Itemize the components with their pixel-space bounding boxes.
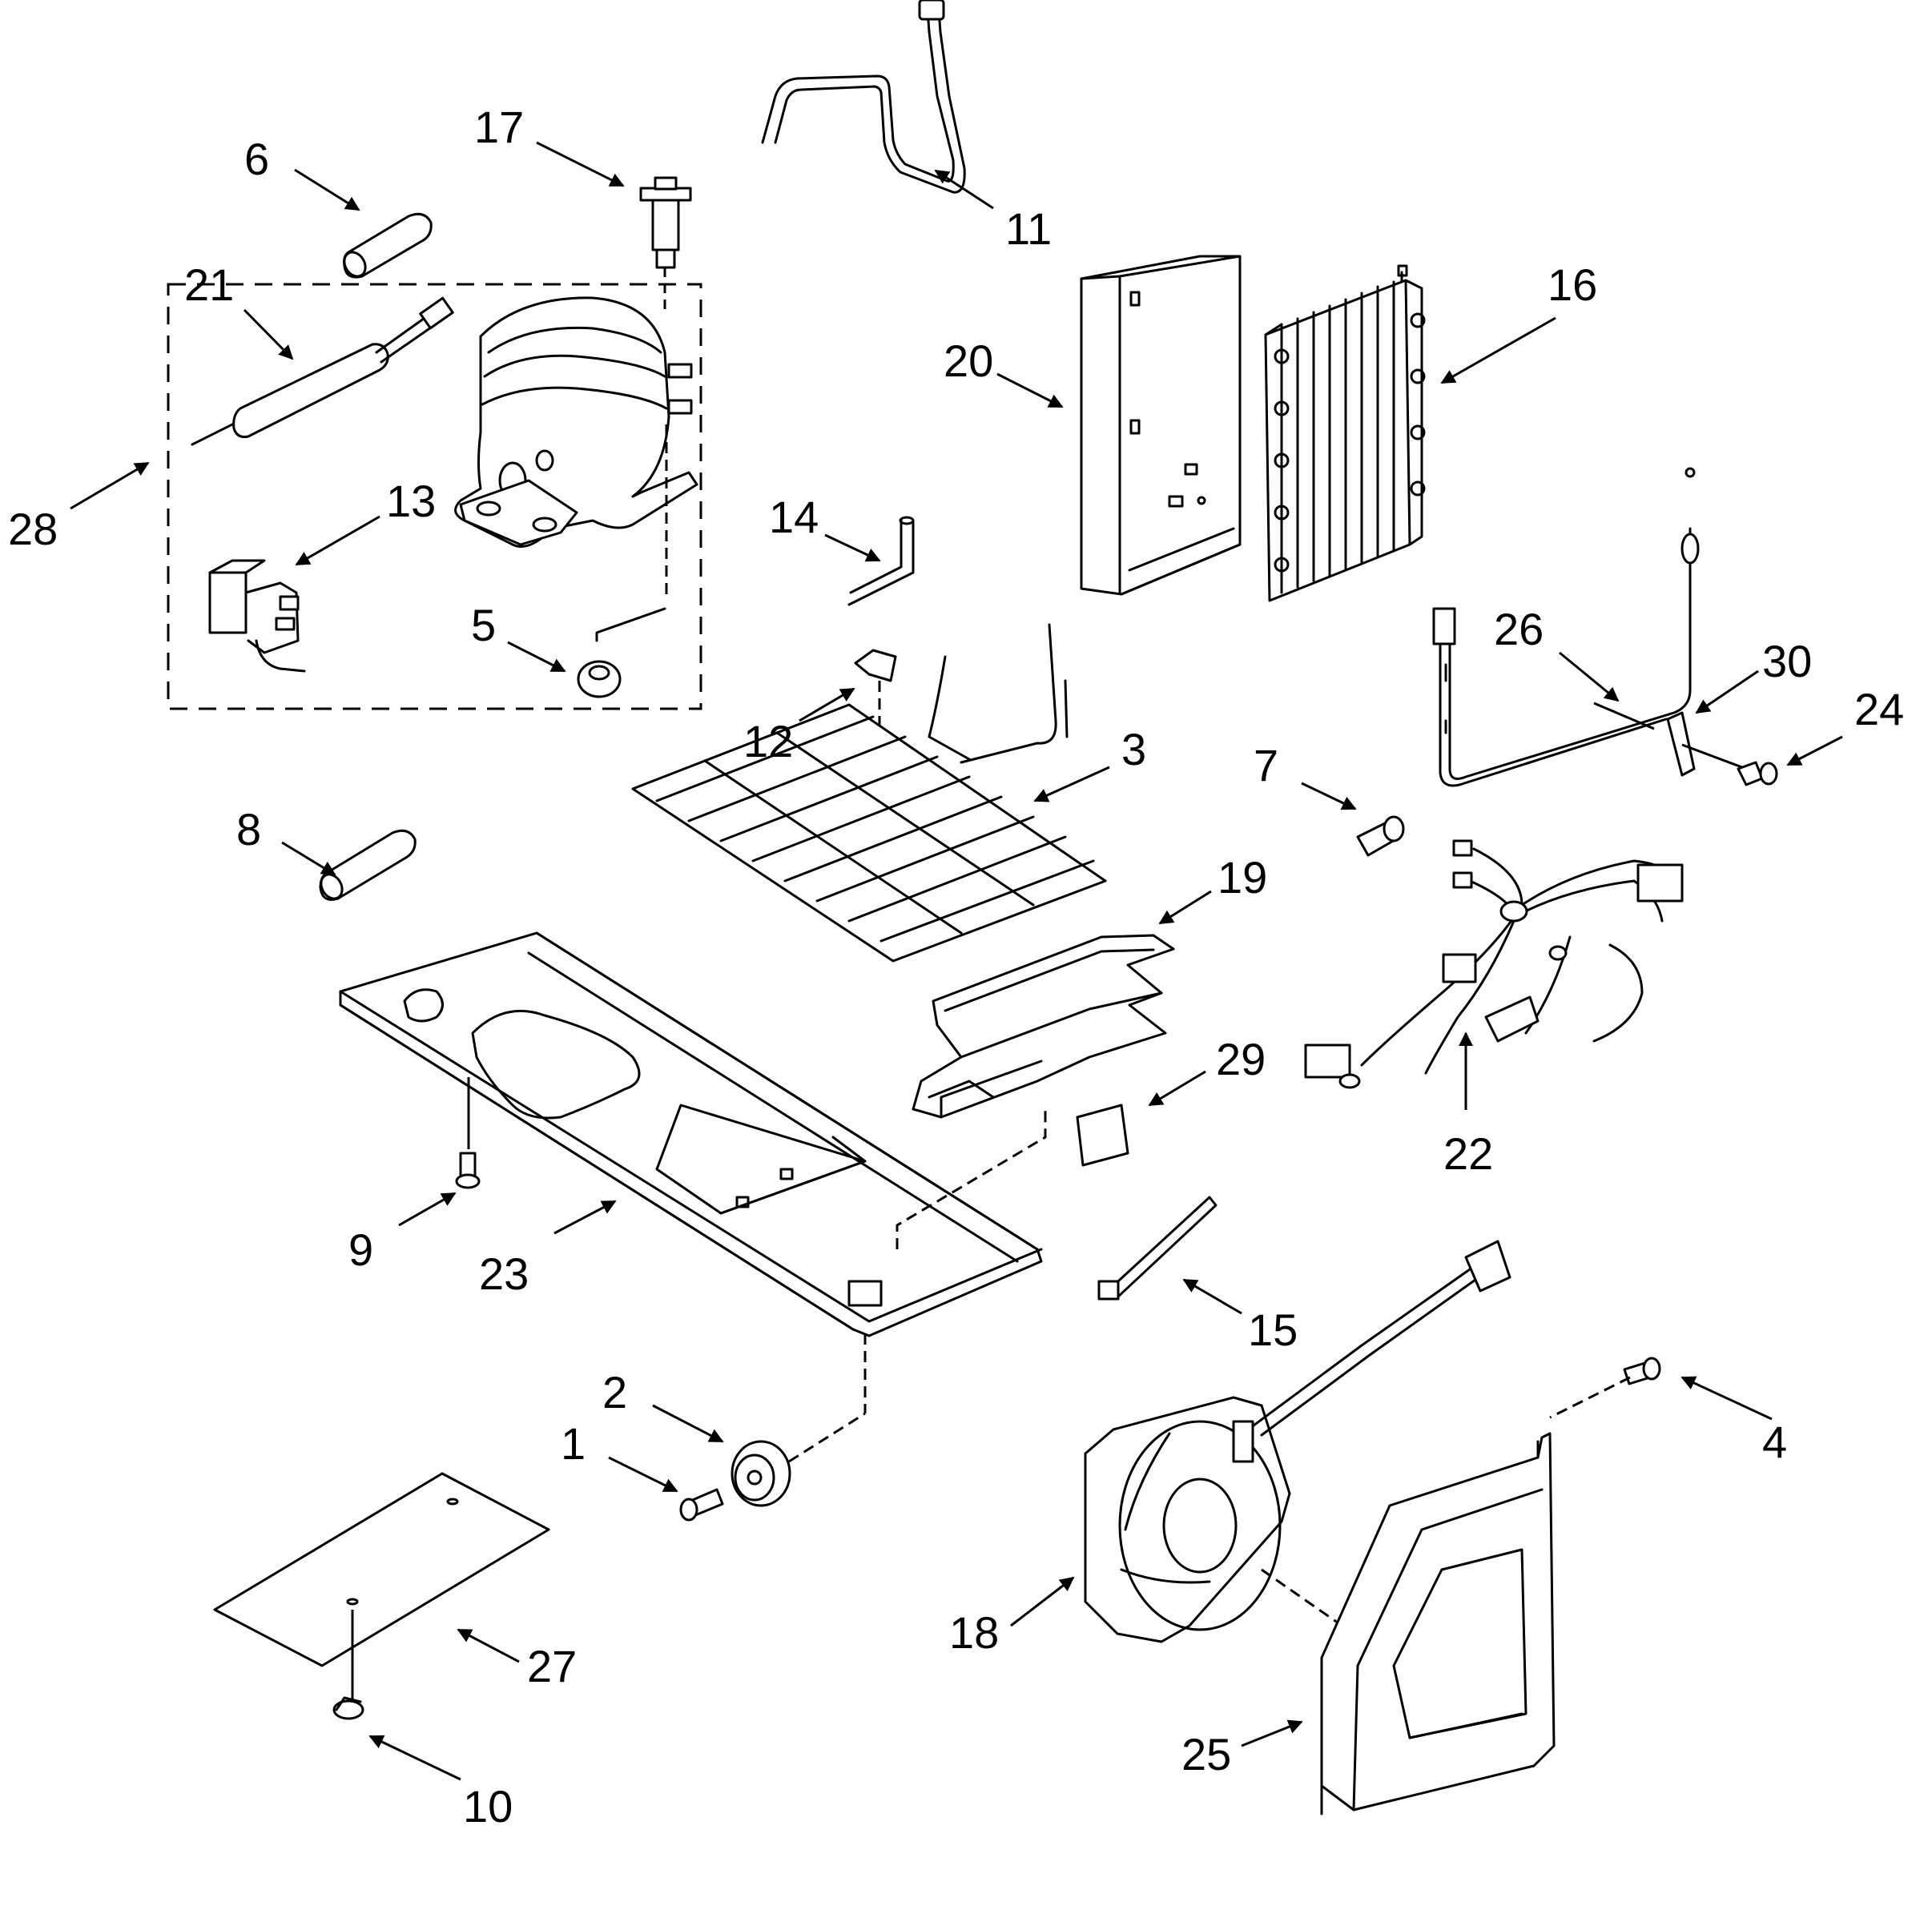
callout-11: 11	[1005, 203, 1052, 254]
callout-9: 9	[348, 1224, 373, 1275]
fan-wire-lead	[1252, 1240, 1511, 1437]
callout-2: 2	[602, 1367, 627, 1417]
part-17-fitting[interactable]	[639, 176, 692, 312]
part-6-tube[interactable]	[340, 212, 433, 280]
part-13-relay[interactable]	[208, 559, 306, 673]
callout-12: 12	[743, 716, 793, 766]
callout-24: 24	[1854, 684, 1904, 734]
callout-14: 14	[769, 492, 819, 542]
callout-4: 4	[1762, 1417, 1787, 1467]
compressor[interactable]	[454, 296, 698, 601]
part-23-base[interactable]	[339, 931, 1047, 1413]
callout-29: 29	[1216, 1034, 1266, 1084]
callout-1: 1	[561, 1418, 586, 1469]
callout-27: 27	[527, 1641, 577, 1691]
callout-19: 19	[1218, 852, 1267, 903]
callout-7: 7	[1254, 740, 1278, 790]
callout-17: 17	[474, 102, 524, 152]
part-22-wire-harness[interactable]	[1304, 839, 1684, 1089]
part-5-grommet[interactable]	[577, 607, 666, 698]
callout-5: 5	[471, 600, 496, 650]
part-10-foot[interactable]	[332, 1696, 364, 1720]
callout-13: 13	[386, 476, 436, 526]
callout-6: 6	[244, 134, 269, 184]
part-1-screw[interactable]	[679, 1488, 724, 1522]
callout-3: 3	[1121, 724, 1146, 774]
callout-25: 25	[1181, 1729, 1231, 1779]
part-24-screw[interactable]	[1681, 743, 1778, 786]
callout-23: 23	[479, 1248, 529, 1299]
callout-28: 28	[8, 504, 58, 554]
part-2-wheel[interactable]	[731, 1412, 866, 1507]
part-30-clip[interactable]	[1593, 702, 1696, 777]
part-18-fan[interactable]	[1084, 1396, 1395, 1663]
part-29-pad[interactable]	[1076, 1104, 1129, 1167]
part-4-screw[interactable]	[1549, 1357, 1661, 1419]
callout-16: 16	[1548, 259, 1597, 310]
part-16-evaporator[interactable]	[1264, 264, 1426, 602]
part-27-sheet[interactable]	[213, 1472, 550, 1702]
part-25-shroud[interactable]	[1320, 1432, 1556, 1815]
callout-10: 10	[463, 1781, 513, 1832]
compressor-assembly-boundary	[167, 283, 702, 710]
part-7-cap[interactable]	[1356, 815, 1405, 857]
part-21-filter-drier[interactable]	[191, 296, 454, 446]
callout-22: 22	[1443, 1128, 1493, 1179]
callout-21: 21	[184, 259, 234, 310]
part-20-cover[interactable]	[1080, 255, 1242, 596]
callout-15: 15	[1248, 1305, 1298, 1355]
part-11-tube[interactable]	[761, 0, 966, 194]
part-9-screw[interactable]	[455, 1152, 481, 1189]
leader-arrows	[70, 141, 1843, 1781]
part-14-tube[interactable]	[847, 516, 915, 606]
part-8-tube[interactable]	[317, 829, 417, 903]
part-26-capillary[interactable]	[1432, 467, 1700, 787]
part-19-drain-pan[interactable]	[912, 934, 1175, 1119]
callout-30: 30	[1762, 636, 1812, 686]
callout-20: 20	[944, 336, 993, 386]
callout-8: 8	[236, 804, 261, 854]
part-15-cable-tie[interactable]	[1097, 1196, 1218, 1301]
callout-18: 18	[949, 1607, 999, 1658]
part-3-condenser[interactable]	[631, 623, 1107, 963]
callout-26: 26	[1494, 604, 1544, 654]
callout-labels: 6 17 11 16 20 21 28 13 14 5 12 3 7 26 30…	[8, 102, 1904, 1832]
